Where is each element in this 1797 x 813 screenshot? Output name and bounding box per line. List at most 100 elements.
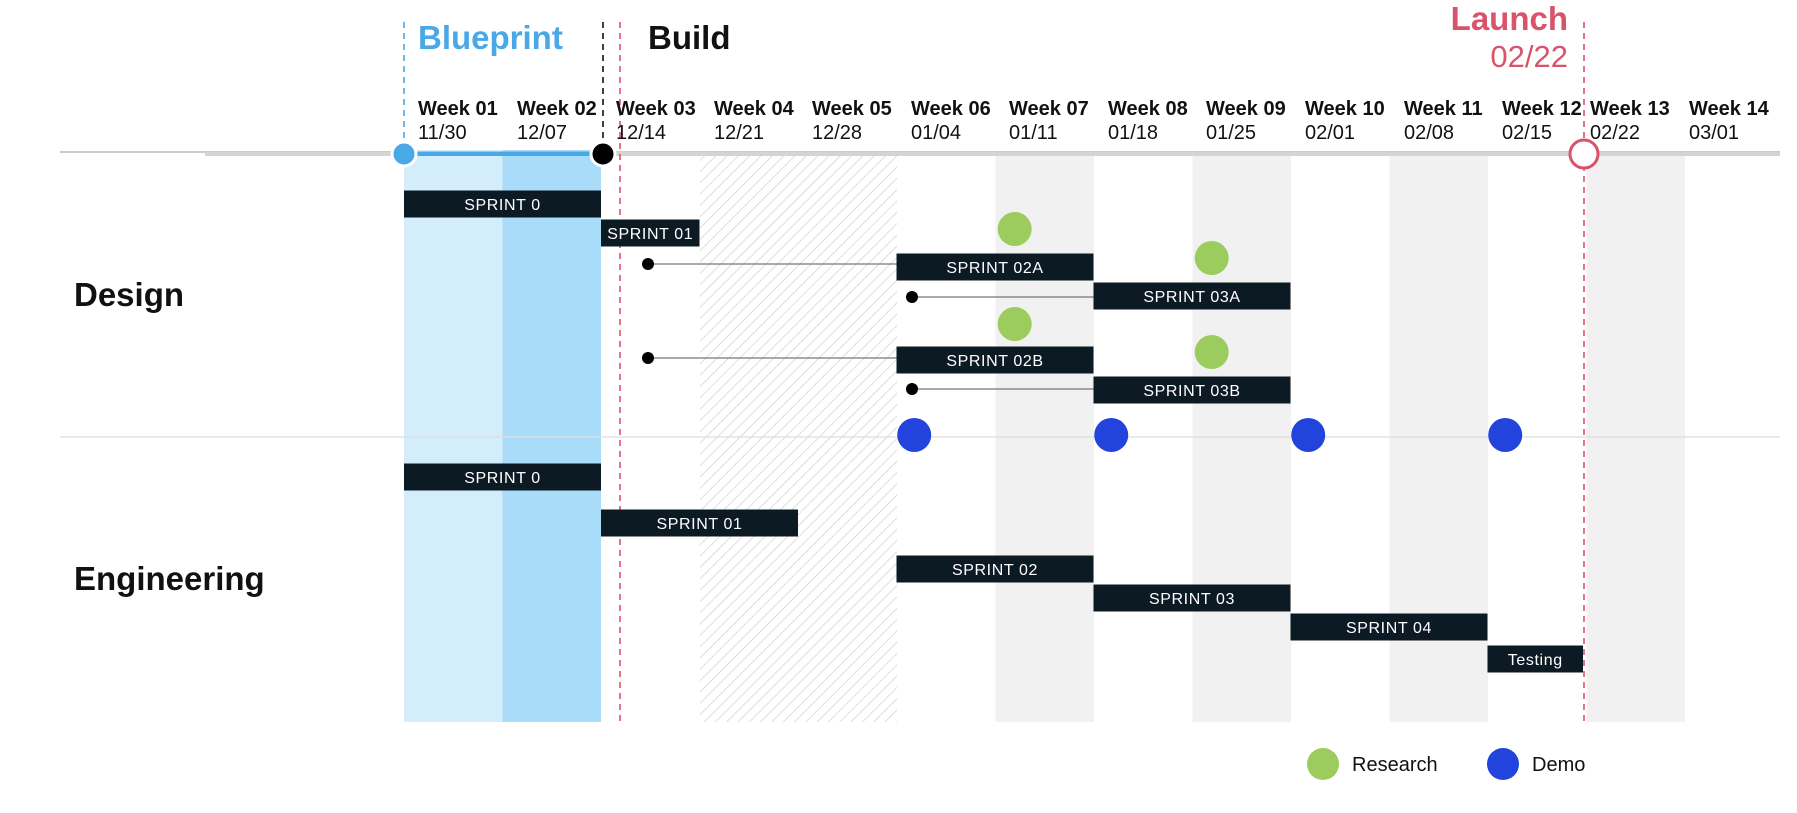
week-header-name: Week 12 [1502,98,1582,120]
task-bar-rect[interactable] [1093,584,1291,612]
week-header-date: 12/28 [812,122,862,144]
task-bar-rect[interactable] [404,190,601,218]
task-bar-rect[interactable] [1093,376,1291,404]
demo-milestone[interactable] [1291,418,1326,452]
legend: Research Demo [1307,748,1585,780]
week-header-date: 02/08 [1404,122,1454,144]
task-bar-label: SPRINT 0 [464,197,541,214]
week-header-name: Week 07 [1009,98,1089,120]
blueprint-start-dot [390,140,418,168]
alt-column-week-09 [1192,155,1291,722]
task-bar-label: SPRINT 01 [656,516,742,533]
week-header-name: Week 11 [1404,98,1483,120]
task-bar-rect[interactable] [896,346,1094,374]
dependency-dot [906,383,918,395]
blueprint-week-01-fill [404,150,503,722]
task-bar-label: SPRINT 02 [952,562,1038,579]
task-bar-rect[interactable] [1290,613,1488,641]
task-bar[interactable]: SPRINT 02B [896,346,1094,374]
week-header-date: 12/21 [714,122,764,144]
demo-milestone[interactable] [1488,418,1523,452]
alt-column-week-13 [1586,155,1685,722]
holiday-hatched-area [700,155,897,722]
week-header-name: Week 10 [1305,98,1385,120]
task-bar-rect[interactable] [896,253,1094,281]
legend-demo-swatch [1487,748,1519,780]
week-header-name: Week 02 [517,98,597,120]
task-bar[interactable]: SPRINT 03B [1093,376,1291,404]
week-header-date: 03/01 [1689,122,1739,144]
task-bar-label: SPRINT 03A [1143,289,1240,306]
task-bar-label: SPRINT 03B [1143,383,1240,400]
task-bar[interactable]: Testing [1487,645,1584,673]
task-bars: SPRINT 0 SPRINT 01 SPRINT 02A SPRINT 03A SPR… [404,190,1584,673]
task-bar[interactable]: SPRINT 0 [404,463,601,491]
task-bar-label: SPRINT 02A [946,260,1043,277]
column-backgrounds [404,150,1685,722]
week-header-date: 02/22 [1590,122,1640,144]
dependency-dot [906,291,918,303]
week-header-date: 12/07 [517,122,567,144]
task-bar-rect[interactable] [601,509,798,537]
launch-date: 02/22 [1490,39,1568,74]
task-bar[interactable]: SPRINT 02 [896,555,1094,583]
task-bar-label: SPRINT 03 [1149,591,1235,608]
row-label-engineering: Engineering [74,560,265,597]
week-header-name: Week 13 [1590,98,1670,120]
week-header-date: 02/01 [1305,122,1355,144]
week-header-date: 11/30 [418,122,467,144]
week-header-name: Week 03 [616,98,696,120]
week-header-name: Week 14 [1689,98,1770,120]
week-header-name: Week 09 [1206,98,1286,120]
demo-milestone[interactable] [1094,418,1129,452]
week-header-name: Week 05 [812,98,892,120]
task-bar[interactable]: SPRINT 03A [1093,282,1291,310]
dependency-dot [642,352,654,364]
task-bar[interactable]: SPRINT 0 [404,190,601,218]
task-bar-label: Testing [1508,652,1563,669]
launch-label: Launch [1451,0,1568,37]
task-bar-rect[interactable] [1487,645,1584,673]
task-bar-rect[interactable] [404,463,601,491]
task-bar[interactable]: SPRINT 02A [896,253,1094,281]
task-bar-rect[interactable] [601,219,700,247]
task-bar-label: SPRINT 02B [946,353,1043,370]
row-label-design: Design [74,276,184,313]
research-milestone[interactable] [1194,335,1229,369]
task-bar-rect[interactable] [1093,282,1291,310]
dependency-connectors [642,258,1094,395]
task-bar-label: SPRINT 0 [464,470,541,487]
week-header-name: Week 04 [714,98,795,120]
alt-column-week-07 [995,155,1094,722]
research-milestone[interactable] [997,307,1032,341]
milestones [897,212,1523,452]
week-header-date: 02/15 [1502,122,1552,144]
task-bar-label: SPRINT 01 [607,226,693,243]
phase-label-build: Build [648,19,730,56]
week-header-date: 01/11 [1009,122,1058,144]
research-milestone[interactable] [1194,241,1229,275]
week-header-name: Week 01 [418,98,498,120]
legend-research-label: Research [1352,754,1438,776]
legend-demo-label: Demo [1532,754,1585,776]
research-milestone[interactable] [997,212,1032,246]
blueprint-week-02-fill [502,150,601,722]
legend-research-swatch [1307,748,1339,780]
week-header-date: 01/04 [911,122,961,144]
week-header-date: 01/25 [1206,122,1256,144]
week-header-date: 12/14 [616,122,666,144]
task-bar-rect[interactable] [896,555,1094,583]
launch-marker [1568,138,1600,170]
task-bar[interactable]: SPRINT 01 [601,219,700,247]
task-bar[interactable]: SPRINT 01 [601,509,798,537]
week-header-name: Week 06 [911,98,991,120]
week-header-name: Week 08 [1108,98,1188,120]
task-bar[interactable]: SPRINT 03 [1093,584,1291,612]
task-bar-label: SPRINT 04 [1346,620,1432,637]
demo-milestone[interactable] [897,418,932,452]
phase-label-blueprint: Blueprint [418,19,563,56]
task-bar[interactable]: SPRINT 04 [1290,613,1488,641]
